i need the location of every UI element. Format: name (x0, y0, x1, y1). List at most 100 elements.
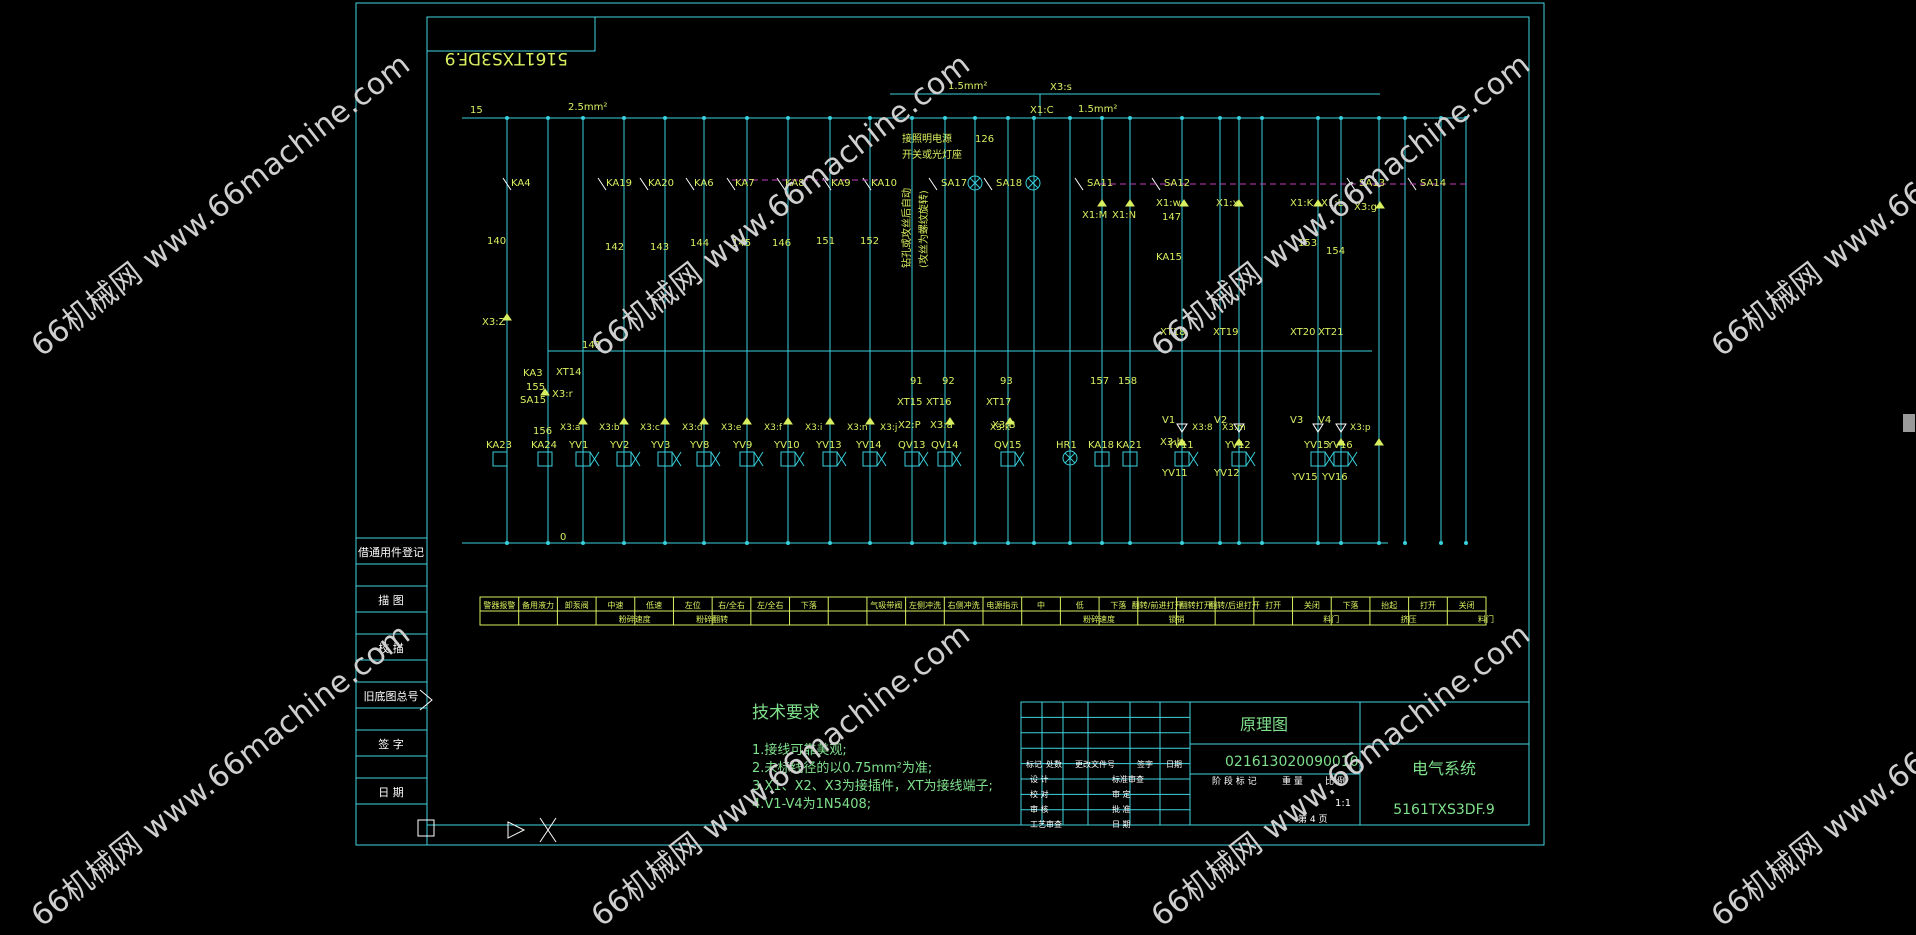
junction-dot (1180, 541, 1184, 545)
coil-YV14 (862, 451, 878, 467)
label: YV15 (1291, 472, 1318, 483)
label: YV11 (1161, 468, 1188, 479)
coil-YV12 (1231, 451, 1247, 467)
label: 157 (1090, 376, 1109, 387)
tech-requirement-line: 4.V1-V4为1N5408; (752, 797, 871, 812)
connector-pin (825, 417, 835, 425)
label: X3:d (682, 423, 703, 433)
coil-YV9 (739, 451, 755, 467)
label: X3:a (560, 423, 580, 433)
label: X3:g (1354, 202, 1377, 213)
label: KA9 (831, 178, 851, 189)
label: 开关或光灯座 (902, 148, 962, 161)
diode-symbol (1312, 423, 1324, 433)
junction-dot (1316, 541, 1320, 545)
label: 155 (526, 382, 545, 393)
label: KA24 (531, 440, 557, 451)
connector-pin (1374, 438, 1384, 446)
left-column-label: 日 期 (378, 786, 404, 799)
left-column-label: 签 字 (378, 737, 404, 751)
function-group-label: 锁销 (1168, 614, 1184, 624)
label: 1.5mm² (948, 81, 987, 92)
junction-dot (1068, 116, 1072, 120)
label: YV11 (1167, 440, 1194, 451)
indicator-lamp-hr1 (1062, 450, 1078, 466)
label: 153 (1298, 238, 1317, 249)
junction-dot (1032, 116, 1036, 120)
junction-dot (1237, 116, 1241, 120)
sign-row-label: 设 计 (1030, 774, 1049, 784)
label: XT15 (897, 397, 923, 408)
function-label: 翻转打开 (1180, 600, 1212, 610)
vertical-scrollbar-thumb[interactable] (1903, 414, 1915, 432)
connector-pin (1005, 417, 1015, 425)
label: V2 (1214, 415, 1227, 426)
label: HR1 (1056, 440, 1077, 451)
junction-dot (1403, 116, 1407, 120)
junction-dot (663, 116, 667, 120)
label: 2.5mm² (568, 102, 607, 113)
label: X3:f (764, 423, 783, 433)
revision-header: 签字 (1137, 759, 1153, 769)
coil-QV14 (937, 451, 953, 467)
junction-dot (910, 541, 914, 545)
label: 142 (605, 242, 624, 253)
junction-dot (1339, 116, 1343, 120)
label: YV2 (609, 440, 629, 451)
connector-pin (619, 417, 629, 425)
fold-arrow (419, 689, 433, 711)
label: 15 (470, 105, 483, 116)
label: XT16 (926, 397, 952, 408)
label: SA15 (520, 395, 546, 406)
connector-pin (783, 417, 793, 425)
coil-YV1 (575, 451, 591, 467)
cross-mark (539, 817, 557, 843)
label: YV9 (732, 440, 752, 451)
connector-pin (660, 417, 670, 425)
valve-arrow (918, 451, 929, 467)
function-group-label: 粉碎速度 (619, 614, 651, 624)
tech-requirement-line: 2.未标线径的以0.75mm²为准; (752, 760, 932, 776)
label: X3:m (1222, 423, 1246, 433)
coil-KA18 (1094, 451, 1110, 467)
junction-dot (1100, 116, 1104, 120)
junction-dot (546, 116, 550, 120)
label: V1 (1162, 415, 1175, 426)
function-group-label: 挤压 (1401, 614, 1417, 624)
coil-YV11 (1174, 451, 1190, 467)
coil-YV2 (616, 451, 632, 467)
label: KA19 (606, 178, 632, 189)
left-column-label: 借通用件登记 (358, 545, 424, 559)
function-label: 低速 (646, 600, 662, 610)
label: YV8 (689, 440, 709, 451)
function-label: 左位 (685, 600, 701, 610)
revision-header: 日期 (1166, 760, 1182, 769)
sign-row-label: 工艺审查 (1030, 819, 1062, 829)
label: X3:s (1050, 82, 1072, 93)
label: X1:K (1290, 198, 1314, 209)
stage-label: 阶 段 标 记 (1212, 775, 1257, 787)
function-label: 翻转/后退打开 (1209, 600, 1260, 610)
contact-KA20 (639, 177, 649, 191)
label: YV10 (773, 440, 800, 451)
label: X3:n (847, 423, 868, 433)
junction-dot (622, 116, 626, 120)
lamp-cross (1027, 177, 1039, 189)
part-code: 5161TXS3DF.9 (1393, 802, 1495, 818)
label: X1:N (1112, 210, 1136, 221)
valve-arrow (794, 451, 805, 467)
label: X3:i (805, 423, 822, 433)
lamp-sa18 (1025, 175, 1041, 191)
label: 92 (942, 376, 955, 387)
label: X3:b (599, 423, 620, 433)
drawing-number: 021613020090010 (1225, 754, 1359, 770)
function-label: 左侧冲洗 (909, 600, 941, 610)
contact-SA17 (928, 177, 938, 191)
junction-dot (1100, 541, 1104, 545)
sign-row-label: 校 对 (1030, 789, 1049, 799)
label: XT17 (986, 397, 1012, 408)
label: XT21 (1318, 327, 1344, 338)
label: X2:P (898, 420, 921, 431)
